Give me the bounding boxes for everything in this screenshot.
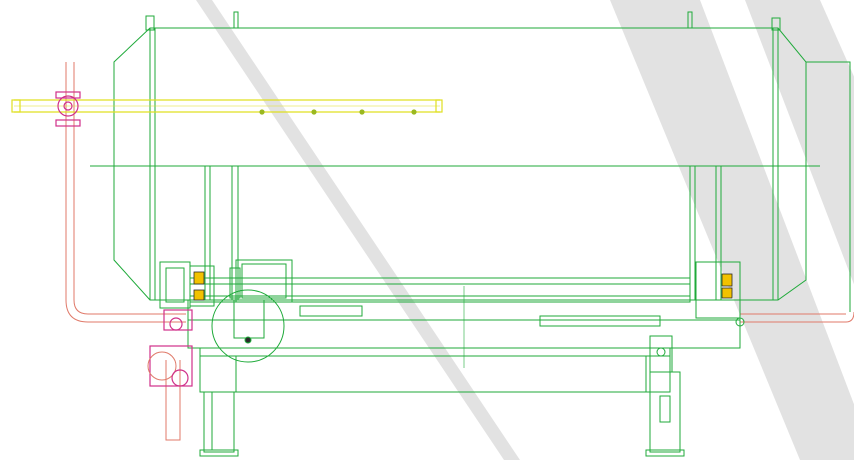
bearing-right	[695, 261, 745, 327]
base-frame	[199, 335, 673, 393]
drive-motor	[159, 259, 293, 363]
band-saw-housing	[90, 11, 851, 312]
left-wheel-guard	[204, 166, 239, 300]
right-leg	[645, 371, 685, 457]
bearing-left	[189, 265, 215, 307]
left-leg	[199, 391, 239, 457]
feed-shaft	[11, 99, 443, 115]
watermark-band	[196, 0, 854, 460]
pipe-fitting	[55, 91, 193, 387]
